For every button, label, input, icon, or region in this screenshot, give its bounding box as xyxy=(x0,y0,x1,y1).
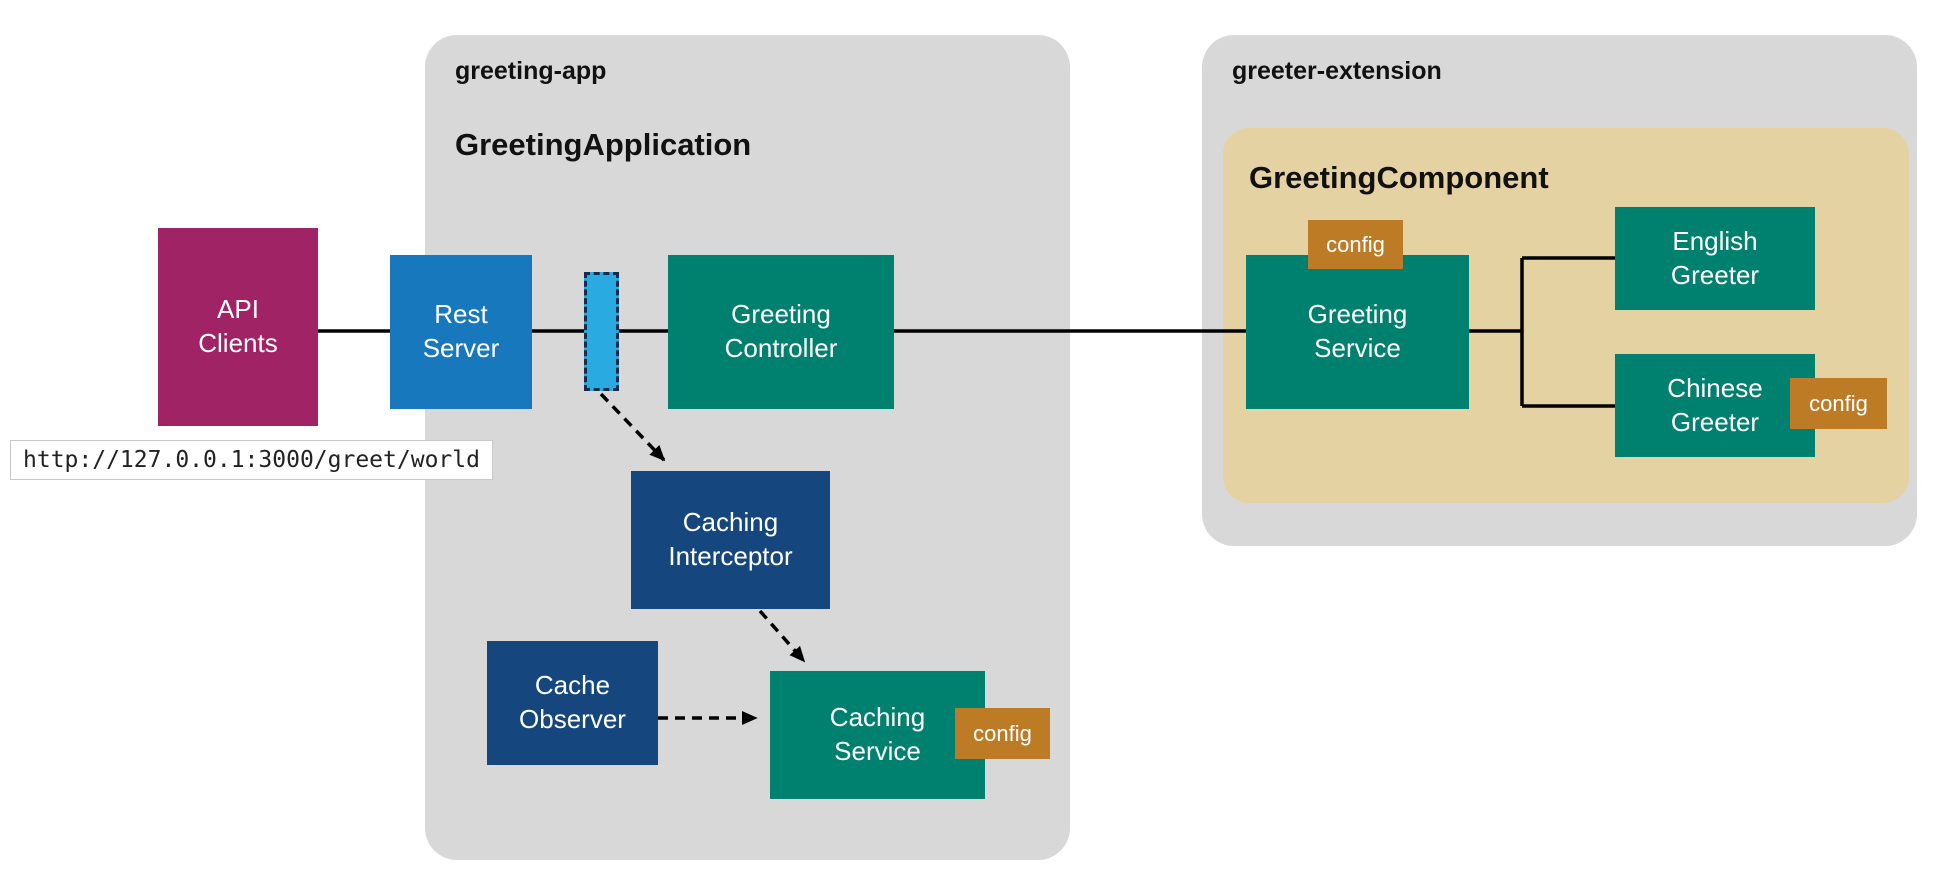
greeting-application-title: GreetingApplication xyxy=(455,127,752,162)
chinese-greeter-node: Chinese Greeter xyxy=(1615,354,1815,457)
english-greeter-node: English Greeter xyxy=(1615,207,1815,310)
caching-service-node: Caching Service xyxy=(770,671,985,799)
greeter-extension-label: greeter-extension xyxy=(1232,57,1442,85)
caching-interceptor-node: Caching Interceptor xyxy=(631,471,830,609)
greeting-app-label: greeting-app xyxy=(455,57,607,85)
cache-observer-node: Cache Observer xyxy=(487,641,658,765)
rest-server-node: Rest Server xyxy=(390,255,532,409)
config-badge-greeting-service: config xyxy=(1308,220,1403,269)
api-clients-node: API Clients xyxy=(158,228,318,426)
interceptor-point-box xyxy=(584,272,619,391)
greeting-service-node: Greeting Service xyxy=(1246,255,1469,409)
greeting-controller-node: Greeting Controller xyxy=(668,255,894,409)
config-badge-caching-service: config xyxy=(955,708,1050,759)
greeting-component-title: GreetingComponent xyxy=(1249,160,1549,195)
request-url-label: http://127.0.0.1:3000/greet/world xyxy=(10,440,493,480)
config-badge-chinese-greeter: config xyxy=(1790,378,1887,429)
